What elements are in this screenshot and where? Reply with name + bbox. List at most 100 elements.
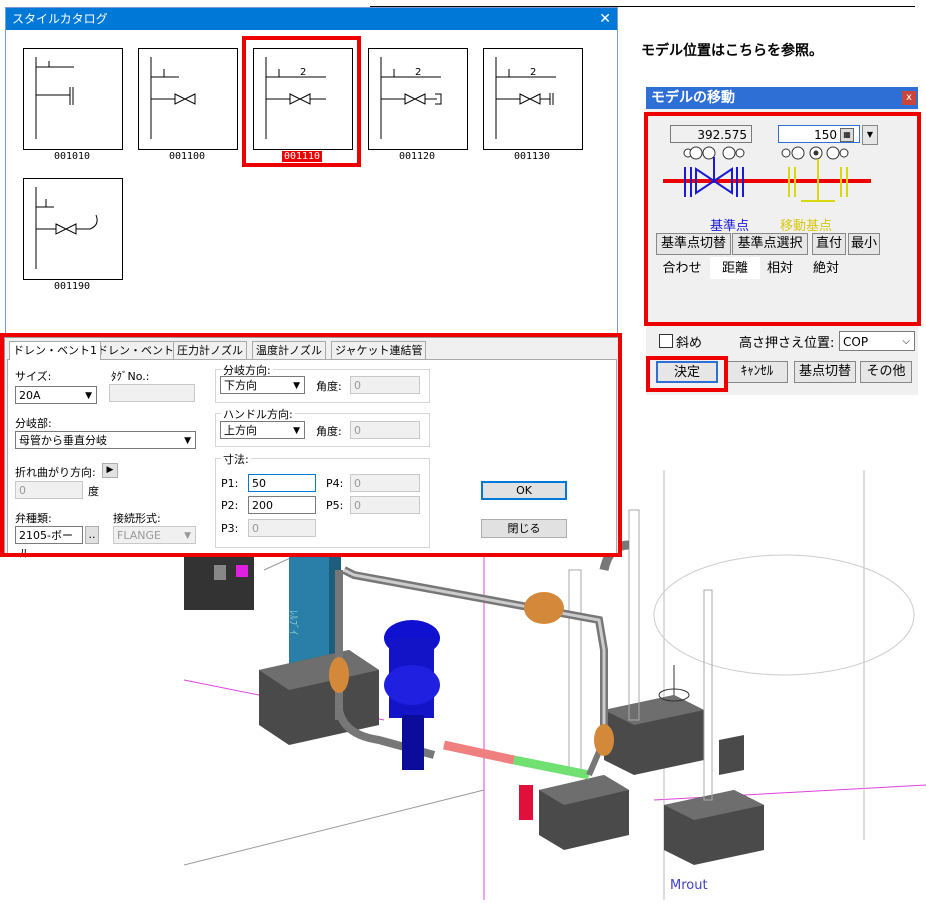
bend-direction-button[interactable]: ▶ (102, 463, 118, 478)
handle-direction-select[interactable]: 上方向▼ (220, 421, 305, 439)
branch-direction-select[interactable]: 下方向▼ (220, 376, 305, 394)
distance-input[interactable]: 150 (778, 125, 860, 143)
svg-text:2: 2 (530, 67, 536, 78)
handle-angle-label: 角度: (316, 425, 342, 438)
p5-input[interactable]: 0 (350, 496, 420, 514)
dimension-label: 寸法: (221, 451, 251, 467)
bend-label: 折れ曲がり方向: (15, 466, 96, 479)
chevron-down-icon: ⌵ (902, 336, 910, 347)
branch-label: 分岐部: (15, 417, 52, 430)
tag-label: ﾀｸﾞNo.: (111, 370, 150, 383)
valve-browse-button[interactable]: .. (85, 526, 99, 544)
confirm-button-highlight (646, 356, 728, 392)
catalog-item-001010[interactable] (23, 48, 123, 150)
tab-temperature-nozzle[interactable]: 温度計ノズル (252, 341, 326, 360)
column-label: ﾚﾙﾌﾞｲ (287, 610, 298, 635)
style-catalog-window: スタイルカタログ ✕ 001010 001100 2 001110 (5, 7, 618, 344)
calculator-icon[interactable]: ▦ (840, 128, 854, 142)
direct-attach-button[interactable]: 直付 (812, 233, 846, 255)
p4-label: P4: (326, 477, 344, 490)
close-button[interactable]: 閉じる (481, 519, 567, 538)
p1-input[interactable]: 50 (248, 474, 316, 492)
chevron-down-icon: ▼ (184, 531, 191, 541)
ok-button[interactable]: OK (481, 481, 567, 500)
branch-direction-group (215, 369, 430, 403)
catalog-item-001190[interactable] (23, 178, 123, 280)
branch-direction-value: 下方向 (224, 379, 257, 392)
branch-angle-label: 角度: (316, 380, 342, 393)
tab-drain-vent-1[interactable]: ドレン・ベント1 (9, 341, 101, 360)
size-select[interactable]: 20A▼ (15, 386, 97, 404)
minimize-button[interactable]: 最小 (848, 233, 880, 255)
reference-note: モデル位置はこちらを参照。 (641, 43, 823, 59)
chevron-down-icon: ▼ (85, 391, 92, 401)
tab-drain-vent-2[interactable]: ドレン・ベント2 (93, 341, 185, 360)
connection-label: 接続形式: (113, 512, 161, 525)
base-coordinate-field[interactable]: 392.575 (670, 125, 752, 143)
valve-type-label: 弁種類: (15, 512, 52, 525)
catalog-item-code: 001100 (168, 151, 206, 162)
chevron-down-icon: ▼ (293, 426, 300, 436)
handle-angle-input[interactable]: 0 (350, 421, 420, 439)
switch-base-button[interactable]: 基点切替 (794, 361, 856, 383)
catalog-item-001110[interactable]: 2 (253, 48, 353, 150)
degree-unit: 度 (88, 485, 99, 498)
p4-input[interactable]: 0 (350, 474, 420, 492)
cancel-button[interactable]: ｷｬﾝｾﾙ (726, 361, 788, 383)
model-label-mrout: Mrout (670, 878, 708, 893)
diagonal-label: 斜め (676, 336, 703, 351)
tab-absolute[interactable]: 絶対 (812, 261, 839, 276)
height-label: 高さ押さえ位置: (739, 336, 835, 351)
model-move-window: モデルの移動 x 392.575 150 ▦ ▼ 基準点 移動基点 基準点切替 … (646, 87, 918, 395)
catalog-item-001100[interactable] (138, 48, 238, 150)
p2-input[interactable]: 200 (248, 496, 316, 514)
branch-select[interactable]: 母管から垂直分岐 ▼ (15, 431, 196, 449)
move-window-titlebar: モデルの移動 (646, 87, 918, 109)
handle-direction-group (215, 413, 430, 447)
other-button[interactable]: その他 (860, 361, 912, 383)
catalog-item-code-selected: 001110 (282, 151, 322, 162)
confirm-button[interactable]: 決定 (656, 361, 718, 383)
tag-input[interactable] (109, 384, 195, 402)
catalog-item-code: 001190 (53, 281, 91, 292)
select-base-point-button[interactable]: 基準点選択 (732, 233, 808, 255)
chevron-down-icon: ▼ (184, 436, 191, 446)
p5-label: P5: (326, 499, 344, 512)
tab-jacket-pipe[interactable]: ジャケット連結管 (331, 341, 427, 360)
p3-label: P3: (221, 522, 239, 535)
tab-distance[interactable]: 距離 (710, 257, 760, 279)
catalog-item-001120[interactable]: 2 (368, 48, 468, 150)
branch-angle-input[interactable]: 0 (350, 376, 420, 394)
close-icon[interactable]: ✕ (599, 11, 611, 27)
move-diagram (663, 146, 871, 202)
drain-valve-hose-symbol-icon (35, 187, 98, 269)
height-position-select[interactable]: COP ⌵ (839, 331, 915, 351)
handle-direction-label: ハンドル方向: (221, 406, 295, 422)
p2-label: P2: (221, 499, 239, 512)
connection-select[interactable]: FLANGE▼ (113, 526, 196, 544)
catalog-title: スタイルカタログ (12, 12, 108, 26)
tab-align[interactable]: 合わせ (662, 261, 702, 276)
p3-input[interactable]: 0 (248, 519, 316, 537)
svg-text:2: 2 (415, 67, 421, 78)
catalog-item-code: 001120 (398, 151, 436, 162)
branch-direction-label: 分岐方向: (221, 362, 273, 378)
dimension-group (215, 458, 430, 548)
divider-line (370, 6, 915, 7)
drain-symbol-icon (35, 57, 74, 139)
tab-relative[interactable]: 相対 (766, 261, 793, 276)
base-point-label: 基準点 (710, 219, 750, 234)
chevron-down-icon[interactable]: ▼ (862, 125, 878, 145)
catalog-item-001130[interactable]: 2 (483, 48, 583, 150)
catalog-item-code: 001010 (53, 151, 91, 162)
drain-valve-flange-symbol-icon: 2 (495, 57, 556, 139)
close-icon[interactable]: x (902, 91, 916, 105)
branch-value: 母管から垂直分岐 (19, 434, 107, 447)
diagonal-checkbox[interactable] (659, 334, 673, 348)
height-position-value: COP (843, 335, 869, 349)
move-panel-highlight (644, 112, 921, 326)
switch-base-point-button[interactable]: 基準点切替 (656, 233, 731, 255)
bend-angle-input[interactable]: 0 (15, 481, 83, 499)
tab-pressure-nozzle[interactable]: 圧力計ノズル (173, 341, 247, 360)
drain-valve-symbol-icon (150, 57, 196, 139)
